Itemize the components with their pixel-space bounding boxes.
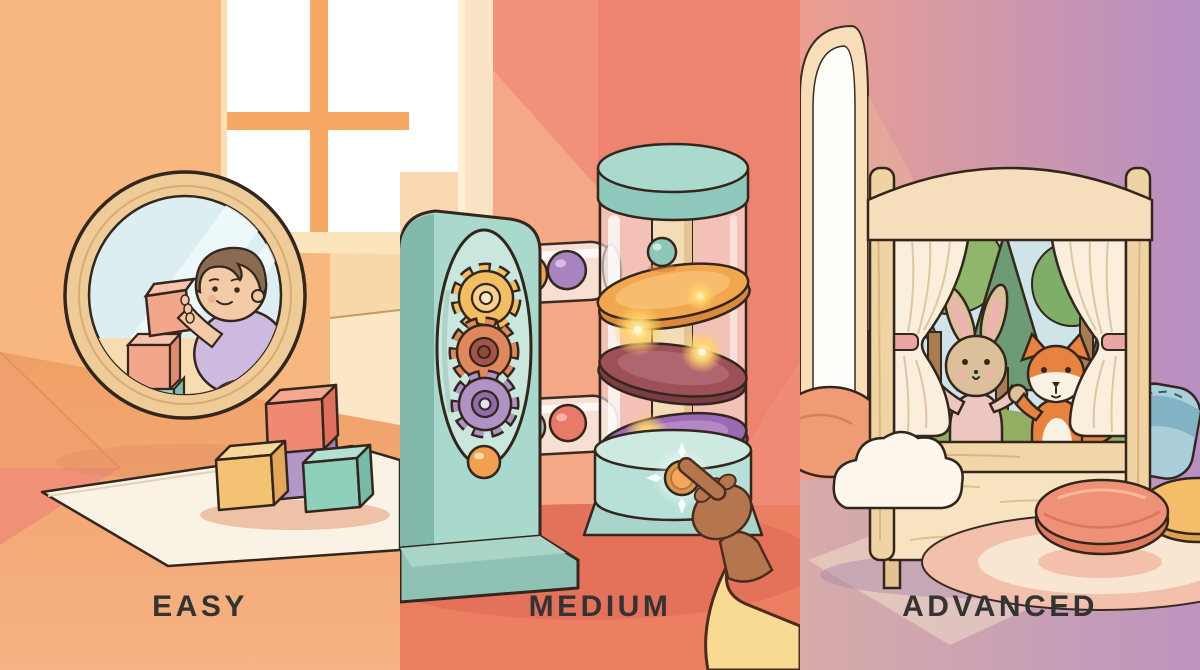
teal-block	[301, 443, 375, 514]
window-edge	[400, 0, 458, 172]
arched-window	[800, 24, 869, 401]
advanced-scene	[800, 0, 1200, 670]
panel-easy: EASY	[0, 0, 400, 670]
bunny-head	[944, 334, 1008, 398]
puppet-theater	[866, 166, 1154, 590]
reflected-blocks	[125, 331, 186, 394]
round-rug	[921, 513, 1200, 611]
purple-ball	[546, 249, 588, 291]
yellow-block	[214, 439, 290, 512]
index-finger	[677, 457, 727, 501]
baby-hair	[194, 246, 268, 297]
gears	[448, 262, 522, 439]
curtains	[887, 238, 1133, 438]
pressing-hand	[677, 457, 800, 670]
baby-ear	[251, 289, 265, 303]
difficulty-label-easy: EASY	[152, 590, 248, 623]
gear-purple	[450, 369, 520, 439]
medium-scene	[400, 0, 800, 670]
floor-cushions	[1034, 476, 1200, 556]
difficulty-label-advanced: ADVANCED	[902, 590, 1098, 623]
gear-machine	[400, 209, 580, 604]
red-ball	[548, 403, 588, 443]
teal-marble	[646, 236, 678, 268]
easy-scene	[0, 0, 400, 670]
difficulty-label-medium: MEDIUM	[528, 590, 672, 623]
theater-arch	[866, 166, 1154, 242]
wainscot	[330, 310, 400, 430]
panel-medium: MEDIUM	[400, 0, 800, 670]
tower-lid	[596, 142, 750, 222]
cloud-cushion	[832, 430, 964, 510]
sleeve	[704, 559, 800, 670]
panel-advanced: ADVANCED	[800, 0, 1200, 670]
orange-knob	[466, 444, 502, 480]
round-mirror	[63, 170, 307, 420]
toy-blocks	[214, 383, 375, 514]
window-muntin-horizontal	[227, 112, 400, 130]
